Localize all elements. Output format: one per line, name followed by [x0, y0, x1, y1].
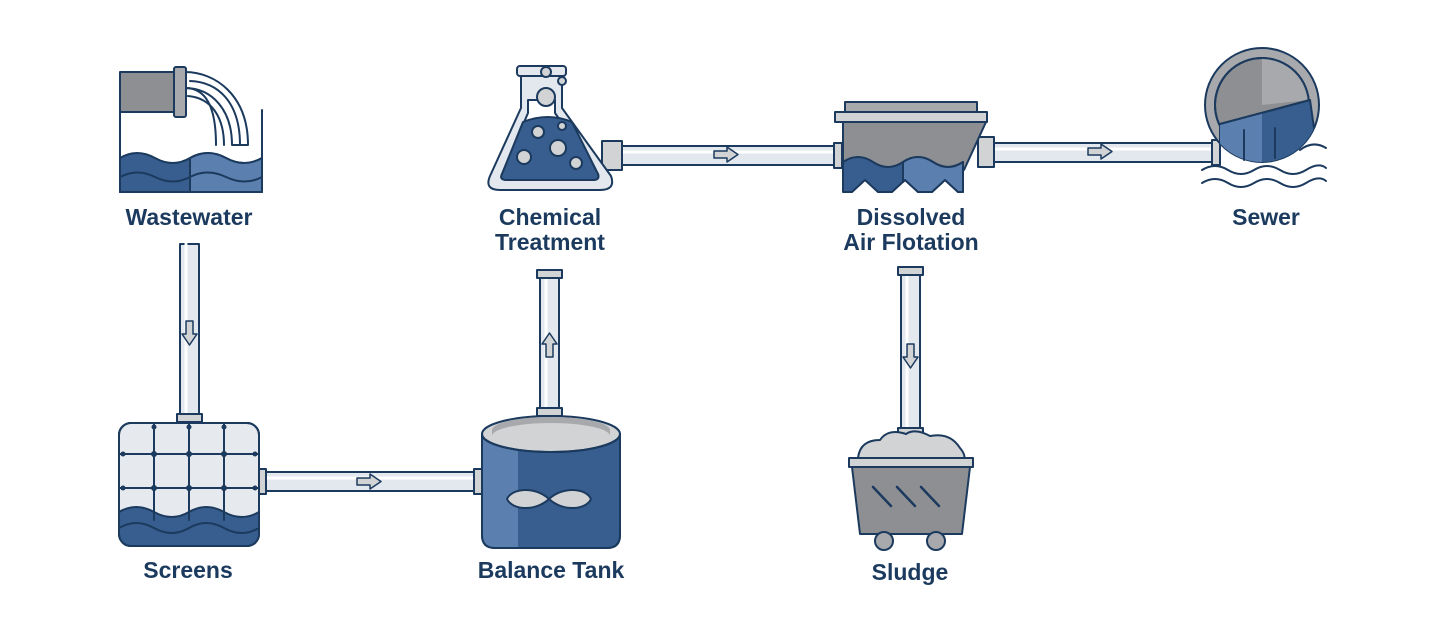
chemical-treatment-label-line2: Treatment — [495, 229, 605, 255]
chemical-treatment-label-line1: Chemical — [498, 204, 602, 230]
node-label-chemical-treatment: Chemical Treatment — [450, 205, 650, 255]
wastewater-label: Wastewater — [125, 204, 253, 230]
node-label-screens: Screens — [98, 558, 278, 583]
daf-label-line1: Dissolved — [856, 204, 966, 230]
balance-tank-label: Balance Tank — [477, 557, 625, 583]
node-label-sewer: Sewer — [1186, 205, 1346, 230]
sludge-label: Sludge — [871, 559, 949, 585]
mixing-tank-icon — [481, 415, 621, 549]
screen-grid-icon — [118, 422, 260, 547]
flow-arrow-right-icon — [1087, 143, 1113, 160]
flow-arrow-right-icon — [713, 146, 739, 163]
flow-arrow-up-icon — [541, 332, 558, 358]
flow-arrow-right-icon — [356, 473, 382, 490]
pipe-screens-to-balance-tank — [257, 468, 483, 495]
outfall-pipe-icon — [119, 66, 263, 193]
daf-label-line2: Air Flotation — [843, 229, 979, 255]
pipe-chemical-to-daf — [601, 140, 843, 171]
node-label-balance-tank: Balance Tank — [451, 558, 651, 583]
sewer-outlet-icon — [1201, 47, 1327, 188]
pipe-balance-tank-to-chemical — [536, 269, 563, 417]
screens-label: Screens — [143, 557, 233, 583]
node-label-dissolved-air-flotation: Dissolved Air Flotation — [801, 205, 1021, 255]
flask-icon — [487, 65, 614, 191]
flotation-tank-icon — [834, 101, 988, 193]
sludge-cart-icon — [848, 430, 974, 551]
flow-arrow-down-icon — [902, 343, 919, 369]
node-label-wastewater: Wastewater — [99, 205, 279, 230]
sewer-label: Sewer — [1232, 204, 1300, 230]
flow-arrow-down-icon — [181, 320, 198, 346]
pipe-daf-to-sewer — [977, 136, 1221, 168]
pipe-wastewater-to-screens — [176, 242, 203, 423]
pipe-daf-to-sludge — [897, 266, 924, 437]
node-label-sludge: Sludge — [830, 560, 990, 585]
